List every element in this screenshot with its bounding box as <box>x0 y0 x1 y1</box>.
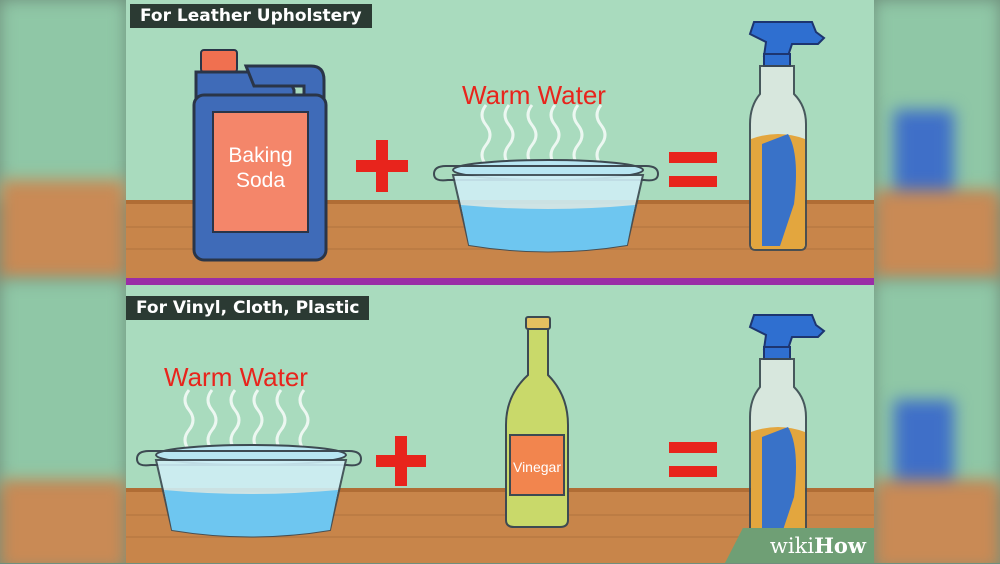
panel-divider <box>126 278 874 285</box>
baking-soda-jug-icon <box>192 49 328 262</box>
panel-tag: For Leather Upholstery <box>130 4 372 28</box>
plus-icon <box>376 436 426 486</box>
plus-icon <box>356 140 408 192</box>
illustration: For Leather Upholstery Baking Soda Warm … <box>126 0 874 563</box>
top-panel: For Leather Upholstery Baking Soda Warm … <box>126 0 874 278</box>
jug-label: Baking Soda <box>213 143 308 193</box>
equals-icon <box>669 152 717 187</box>
spray-bottle-icon <box>748 314 826 544</box>
jug-label-line-1: Baking <box>228 144 293 167</box>
bottom-panel: For Vinyl, Cloth, Plastic Warm Water <box>126 285 874 563</box>
watermark-wiki: wiki <box>769 534 815 558</box>
wikihow-watermark: wikiHow <box>725 528 874 563</box>
vinegar-label: Vinegar <box>512 459 561 475</box>
warm-water-label: Warm Water <box>164 362 308 392</box>
panel-tag: For Vinyl, Cloth, Plastic <box>126 296 370 320</box>
vinegar-bottle-icon <box>505 316 569 528</box>
equals-icon <box>669 442 717 477</box>
spray-bottle-icon <box>748 21 826 251</box>
water-bowl-icon <box>432 104 660 253</box>
right-blur-fill <box>874 0 1000 563</box>
water-bowl-icon <box>135 389 363 538</box>
jug-label-line-2: Soda <box>235 169 286 192</box>
watermark-how: How <box>814 533 866 558</box>
left-blur-fill <box>0 0 126 563</box>
